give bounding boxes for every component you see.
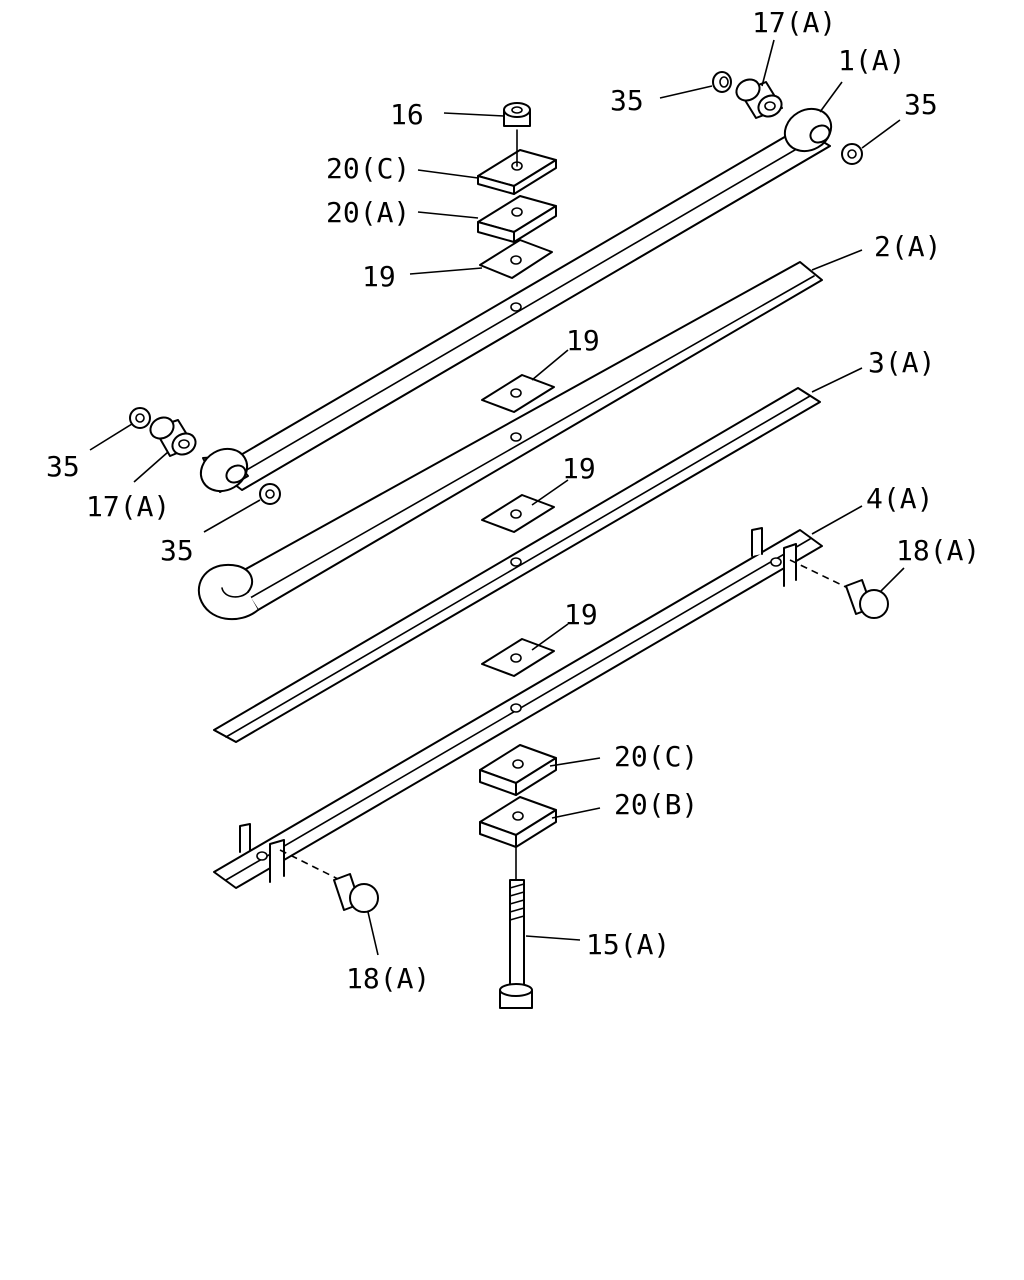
label-20a: 20(A) [326, 196, 410, 229]
plate-20b [479, 796, 557, 848]
label-19-3: 19 [562, 452, 596, 485]
washer-35-mid [259, 483, 281, 505]
washer-35-topleft [712, 71, 732, 93]
label-35-mid: 35 [160, 534, 194, 567]
label-15a: 15(A) [586, 928, 670, 961]
label-20c-top: 20(C) [326, 152, 410, 185]
label-16: 16 [390, 98, 424, 131]
nut-16 [503, 102, 531, 127]
label-20c-bottom: 20(C) [614, 740, 698, 773]
bolt-18a-right [789, 559, 889, 619]
center-bolt-15a [499, 847, 533, 1009]
label-1a: 1(A) [838, 44, 905, 77]
label-19-4: 19 [564, 598, 598, 631]
leaf-4 [213, 527, 823, 889]
plate-20c-bottom [479, 744, 557, 796]
label-19-2: 19 [566, 324, 600, 357]
washer-35-topright [841, 143, 863, 165]
part-labels: 17(A) 1(A) 35 35 16 20(C) 20(A) 19 2(A) … [46, 6, 980, 995]
label-17a-top: 17(A) [752, 6, 836, 39]
label-2a: 2(A) [874, 230, 941, 263]
label-4a: 4(A) [866, 482, 933, 515]
label-20b: 20(B) [614, 788, 698, 821]
label-18a-right: 18(A) [896, 534, 980, 567]
label-19-top: 19 [362, 260, 396, 293]
bolt-18a-bottom [279, 849, 379, 913]
label-3a: 3(A) [868, 346, 935, 379]
label-35-topright: 35 [904, 88, 938, 121]
leader-lines [89, 39, 905, 956]
label-18a-bottom: 18(A) [346, 962, 430, 995]
leaf-3 [213, 387, 821, 743]
top-plates [477, 129, 557, 243]
bushing-17a-top [735, 78, 783, 119]
leaf-2 [197, 261, 823, 621]
leaf-1-main [199, 107, 833, 493]
label-17a-left: 17(A) [86, 490, 170, 523]
spacers-19 [479, 239, 555, 677]
bushing-17a-left [149, 416, 197, 457]
label-35-topleft: 35 [610, 84, 644, 117]
washer-35-left [129, 407, 151, 429]
label-35-left: 35 [46, 450, 80, 483]
